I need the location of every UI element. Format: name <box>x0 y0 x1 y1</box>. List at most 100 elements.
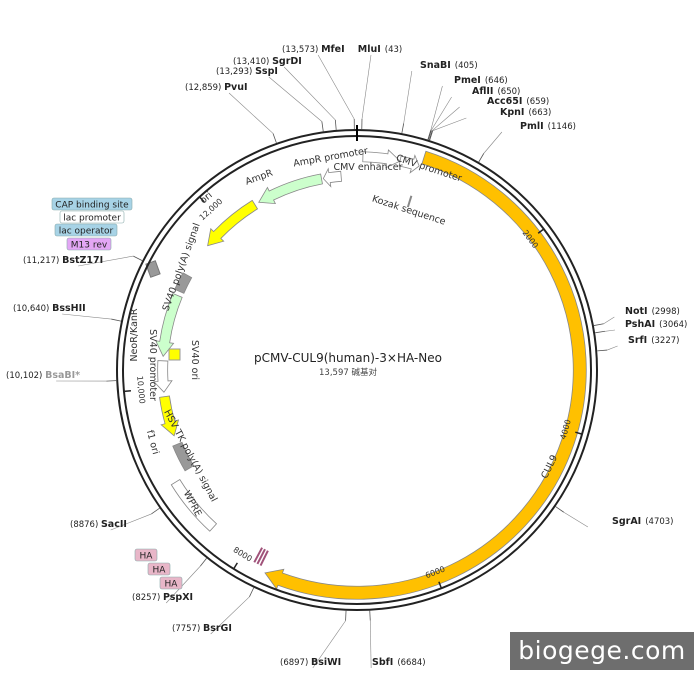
feature-arc-0 <box>362 149 401 169</box>
site-leader-13 <box>210 596 250 635</box>
site-tick-3 <box>427 130 432 140</box>
feature-label-8: SV40 ori <box>189 340 200 380</box>
site-tick-2 <box>427 129 432 140</box>
site-leader-20 <box>268 76 323 122</box>
site-label-2: PmeI(646) <box>454 75 508 86</box>
site-name-7: NotI <box>625 306 648 317</box>
site-pos-7: (2998) <box>652 307 680 317</box>
site-name-14: PspXI <box>163 592 193 603</box>
site-label-16: (10,102) BsaBI* <box>6 370 80 381</box>
site-pos-11: (6684) <box>397 658 425 668</box>
site-pos-12: (6897) <box>280 658 311 668</box>
site-tick-20 <box>321 121 324 132</box>
site-label-14: (8257) PspXI <box>132 592 193 603</box>
site-label-18: (11,217) BstZ17I <box>23 255 103 266</box>
site-pos-0: (43) <box>385 45 402 55</box>
watermark-logo: biogege.com <box>510 632 694 670</box>
site-tick-19 <box>272 133 277 144</box>
tick-mark-4 <box>123 389 132 393</box>
feature-arc-5 <box>159 395 180 437</box>
map-length: 13,597 碱基对 <box>319 367 377 378</box>
site-leader-6 <box>483 131 503 154</box>
feature-arc-4 <box>172 441 195 472</box>
site-leader-2 <box>430 85 443 131</box>
site-leader-21 <box>283 66 336 121</box>
badge-box-6 <box>159 576 183 590</box>
site-name-4: Acc65I <box>487 96 522 107</box>
feature-arc-8 <box>174 272 193 294</box>
site-name-0: MluI <box>358 44 381 55</box>
site-leader-0 <box>361 54 372 120</box>
ha-tag-mark-0 <box>259 550 269 566</box>
site-pos-21: (13,410) <box>233 57 272 67</box>
site-label-17: (10,640) BssHII <box>13 303 86 314</box>
badge-text-3: M13 rev <box>71 240 108 250</box>
site-pos-8: (3064) <box>659 320 687 330</box>
site-label-9: SrfI (3227) <box>628 335 679 346</box>
site-label-11: SbfI (6684) <box>372 657 426 668</box>
feature-arc-7 <box>155 292 183 358</box>
badge-box-2 <box>54 223 118 237</box>
site-name-8: PshAI <box>625 319 655 330</box>
site-name-22: MfeI <box>321 44 345 55</box>
site-pos-22: (13,573) <box>282 45 321 55</box>
badge-text-0: CAP binding site <box>55 200 129 210</box>
site-pos-14: (8257) <box>132 593 163 603</box>
site-pos-3: (650) <box>497 87 520 97</box>
badge-box-4 <box>134 548 158 562</box>
site-name-20: SspI <box>255 66 278 77</box>
site-name-17: BssHII <box>52 303 86 314</box>
site-pos-4: (659) <box>526 97 549 107</box>
site-label-19: (12,859) PvuI <box>185 82 248 93</box>
site-pos-16: (10,102) <box>6 371 45 381</box>
site-pos-9: (3227) <box>651 336 679 346</box>
site-label-1: SnaBI(405) <box>420 60 478 71</box>
site-leader-17 <box>62 313 112 320</box>
badge-box-0 <box>51 197 133 211</box>
site-tick-6 <box>478 153 485 163</box>
feature-label-0: CMV enhancer <box>333 162 402 173</box>
site-pos-15: (8876) <box>70 520 101 530</box>
site-label-15: (8876) SacII <box>70 519 127 530</box>
badge-text-5: HA <box>153 565 167 575</box>
badge-box-5 <box>147 562 171 576</box>
site-leader-7 <box>603 316 615 324</box>
tick-mark-2 <box>438 581 443 589</box>
site-name-16: BsaBI* <box>45 370 80 381</box>
site-label-20: (13,293) SspI <box>216 66 278 77</box>
site-name-6: PmlI <box>520 121 544 132</box>
site-tick-7 <box>593 323 604 326</box>
tick-label-4: 10,000 <box>135 375 147 404</box>
lac-element-box <box>145 260 161 278</box>
site-pos-6: (1146) <box>548 122 576 132</box>
site-name-12: BsiWI <box>311 657 341 668</box>
site-name-5: KpnI <box>500 107 524 118</box>
feature-arc-9 <box>207 199 259 247</box>
site-name-9: SrfI <box>628 335 647 346</box>
feature-label-12: AmpR <box>244 167 275 187</box>
feature-label-7: SV40 promoter <box>147 329 158 401</box>
site-label-0: MluI (43) <box>358 44 402 55</box>
feature-label-6: f1 ori <box>144 429 161 456</box>
site-tick-14 <box>200 558 207 567</box>
site-name-2: PmeI <box>454 75 481 86</box>
site-name-1: SnaBI <box>420 60 451 71</box>
badge-text-4: HA <box>140 551 154 561</box>
site-label-5: KpnI(663) <box>500 107 551 118</box>
kozak-marker <box>406 195 413 208</box>
site-label-7: NotI (2998) <box>625 306 680 317</box>
site-leader-8 <box>604 329 616 332</box>
tick-mark-5 <box>199 196 205 203</box>
site-tick-15 <box>151 507 160 515</box>
site-pos-13: (7757) <box>172 624 203 634</box>
site-name-11: SbfI <box>372 657 393 668</box>
site-pos-17: (10,640) <box>13 304 52 314</box>
site-label-21: (13,410) SgrDI <box>233 56 302 67</box>
feature-arc-2 <box>264 150 587 600</box>
site-tick-10 <box>555 506 565 513</box>
site-label-4: Acc65I (659) <box>487 96 549 107</box>
tick-label-3: 8000 <box>232 545 254 563</box>
site-tick-17 <box>111 318 122 322</box>
site-tick-8 <box>595 330 606 334</box>
site-leader-5 <box>432 117 467 131</box>
